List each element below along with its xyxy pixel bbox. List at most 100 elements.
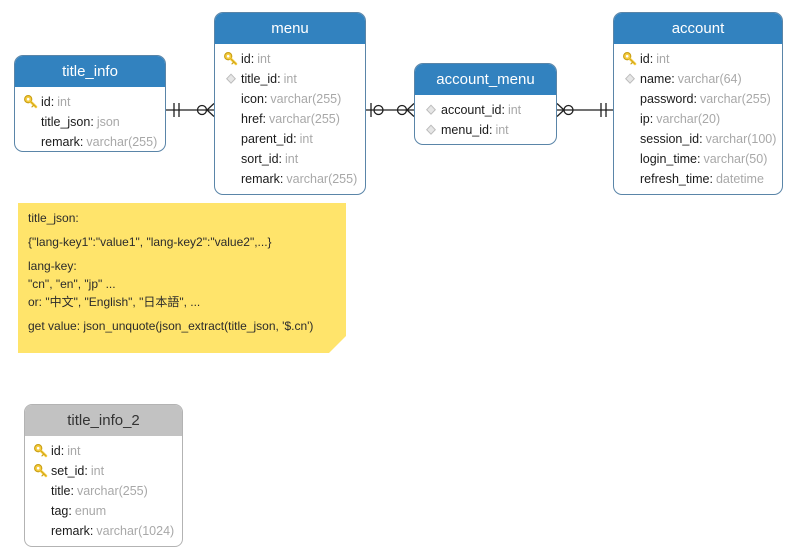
- field-row[interactable]: title:varchar(255): [25, 481, 182, 501]
- note-line: get value: json_unquote(json_extract(tit…: [28, 319, 314, 333]
- field-icon-none: [223, 90, 241, 108]
- field-row[interactable]: parent_id:int: [215, 129, 365, 149]
- field-name: remark: [41, 135, 80, 149]
- field-row[interactable]: login_time:varchar(50): [614, 149, 782, 169]
- field-separator: :: [60, 444, 65, 458]
- field-type: enum: [74, 504, 107, 518]
- field-type: int: [507, 103, 522, 117]
- sticky-note[interactable]: title_json: {"lang-key1":"value1", "lang-…: [18, 203, 346, 353]
- field-separator: :: [699, 132, 703, 146]
- field-separator: :: [649, 112, 654, 126]
- field-separator: :: [279, 172, 284, 186]
- field-separator: :: [671, 72, 675, 86]
- field-row[interactable]: id:int: [215, 49, 365, 69]
- field-row[interactable]: menu_id:int: [415, 120, 556, 140]
- field-name: ip: [640, 112, 650, 126]
- field-row[interactable]: title_id:int: [215, 69, 365, 89]
- field-name: menu_id: [441, 123, 489, 137]
- note-line: title_json:: [28, 211, 79, 225]
- field-row[interactable]: id:int: [25, 441, 182, 461]
- field-row[interactable]: set_id:int: [25, 461, 182, 481]
- field-row[interactable]: id:int: [15, 92, 165, 112]
- field-separator: :: [649, 52, 654, 66]
- field-type: datetime: [715, 172, 764, 186]
- field-row[interactable]: password:varchar(255): [614, 89, 782, 109]
- field-type: int: [90, 464, 105, 478]
- field-row[interactable]: href:varchar(255): [215, 109, 365, 129]
- field-icon-none: [23, 133, 41, 151]
- field-row[interactable]: icon:varchar(255): [215, 89, 365, 109]
- field-icon-none: [622, 170, 640, 188]
- entity-title-account: account: [614, 13, 782, 44]
- field-separator: :: [278, 152, 283, 166]
- field-name: id: [51, 444, 61, 458]
- field-icon-none: [223, 130, 241, 148]
- field-icon-none: [223, 110, 241, 128]
- field-separator: :: [709, 172, 713, 186]
- foreign-key-icon: [622, 70, 640, 88]
- field-type: varchar(100): [705, 132, 777, 146]
- field-type: varchar(255): [269, 112, 340, 126]
- primary-key-icon: [33, 442, 51, 460]
- field-name: title_id: [241, 72, 278, 86]
- field-type: varchar(50): [703, 152, 768, 166]
- field-icon-none: [33, 482, 51, 500]
- field-name: title_json: [41, 115, 91, 129]
- field-name: icon: [241, 92, 264, 106]
- field-type: varchar(1024): [96, 524, 175, 538]
- field-type: json: [96, 115, 120, 129]
- field-row[interactable]: name:varchar(64): [614, 69, 782, 89]
- primary-key-icon: [223, 50, 241, 68]
- note-fold-corner: [329, 336, 346, 353]
- field-row[interactable]: ip:varchar(20): [614, 109, 782, 129]
- field-icon-none: [23, 113, 41, 131]
- field-row[interactable]: remark:varchar(255): [215, 169, 365, 189]
- field-name: id: [41, 95, 51, 109]
- field-type: int: [57, 95, 71, 109]
- field-type: varchar(255): [76, 484, 148, 498]
- field-type: varchar(255): [270, 92, 342, 106]
- entity-title-title_info: title_info: [15, 56, 165, 87]
- field-row[interactable]: title_json:json: [15, 112, 165, 132]
- field-separator: :: [696, 152, 701, 166]
- primary-key-icon: [622, 50, 640, 68]
- field-separator: :: [262, 112, 267, 126]
- field-type: int: [283, 72, 297, 86]
- field-row[interactable]: refresh_time:datetime: [614, 169, 782, 189]
- field-separator: :: [277, 72, 281, 86]
- note-line: {"lang-key1":"value1", "lang-key2":"valu…: [28, 235, 272, 249]
- field-row[interactable]: sort_id:int: [215, 149, 365, 169]
- primary-key-icon: [23, 93, 41, 111]
- field-separator: :: [488, 123, 493, 137]
- field-row[interactable]: account_id:int: [415, 100, 556, 120]
- foreign-key-icon: [423, 101, 441, 119]
- field-type: int: [656, 52, 670, 66]
- field-row[interactable]: tag:enum: [25, 501, 182, 521]
- field-icon-none: [33, 522, 51, 540]
- field-name: set_id: [51, 464, 85, 478]
- field-row[interactable]: session_id:varchar(100): [614, 129, 782, 149]
- field-row[interactable]: id:int: [614, 49, 782, 69]
- foreign-key-icon: [223, 70, 241, 88]
- field-name: session_id: [640, 132, 700, 146]
- field-row[interactable]: remark:varchar(255): [15, 132, 165, 151]
- entity-title-menu: menu: [215, 13, 365, 44]
- field-type: int: [285, 152, 299, 166]
- note-line: lang-key:: [28, 259, 77, 273]
- field-separator: :: [89, 524, 94, 538]
- field-name: id: [640, 52, 650, 66]
- field-type: varchar(64): [677, 72, 742, 86]
- foreign-key-icon: [423, 121, 441, 139]
- sticky-note-text: title_json: {"lang-key1":"value1", "lang-…: [28, 211, 340, 343]
- field-row[interactable]: remark:varchar(1024): [25, 521, 182, 541]
- field-name: name: [640, 72, 672, 86]
- field-type: varchar(255): [286, 172, 358, 186]
